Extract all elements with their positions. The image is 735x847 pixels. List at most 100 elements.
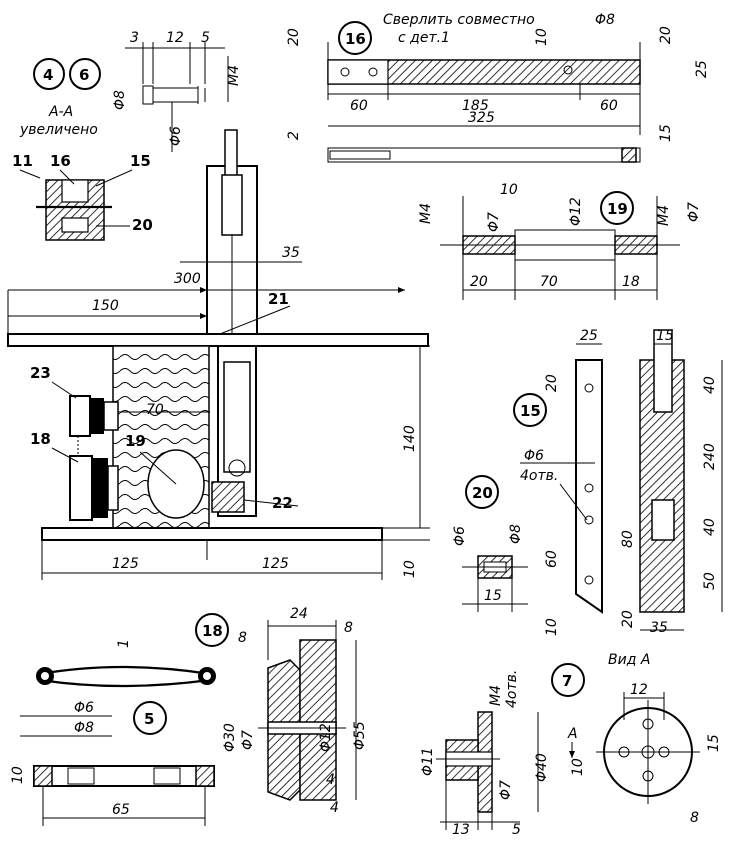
dim-15-p20: 15 [484,588,502,604]
section-label: А-А [48,104,73,120]
dim-5: 5 [201,30,210,46]
dim-10-p7: 10 [570,758,586,776]
dim-m4-right: M4 [656,205,672,226]
dim-50: 50 [702,572,718,590]
dim-8-right: 8 [344,620,353,636]
part-number-18: 18 [202,622,223,640]
dim-phi11: Φ11 [420,747,436,776]
dim-40-bottom: 40 [702,518,718,536]
dim-4-b: 4 [330,800,339,816]
dim-m4: M4 [226,65,242,86]
dim-65: 65 [112,802,130,818]
dim-phi7-p7: Φ7 [498,780,514,800]
dim-24: 24 [290,606,308,622]
dim-13: 13 [452,822,470,838]
dim-2: 2 [286,131,302,140]
dim-3: 3 [130,30,139,46]
dim-18: 18 [622,274,640,290]
holes-note-7: 4отв. [504,670,520,708]
part-15: 15 25 15 20 40 240 40 50 Φ6 4отв. 80 60 … [513,328,723,636]
part-16-bar: 16 Сверлить совместно с дет.1 Φ8 60 185 … [286,12,710,163]
callout-20: 20 [132,216,153,234]
part-number-5: 5 [144,710,154,728]
pin-shank [152,87,199,103]
callout-11: 11 [12,152,33,170]
part-number-circle [33,58,65,90]
dim-phi6: Φ6 [168,126,184,146]
dim-150: 150 [92,298,119,314]
dim-15-p15: 15 [656,328,674,344]
part-20: 20 15 Φ6 Φ8 [452,475,528,612]
dim-4-a: 4 [326,772,335,788]
dim-70-main: 70 [146,402,164,418]
dim-12-p7: 12 [630,682,648,698]
dim-m4-left: M4 [418,203,434,224]
dim-125-left: 125 [112,556,139,572]
dim-10-base: 10 [402,560,418,578]
dim-35-main: 35 [282,245,300,261]
dim-phi7-left: Φ7 [486,212,502,232]
callout-23: 23 [30,364,51,382]
dim-125-right: 125 [262,556,289,572]
dim-35-p15: 35 [650,620,668,636]
part-15-side [575,359,603,614]
section-note: увеличено [19,122,98,138]
part-number-4: 4 [43,66,53,84]
dim-phi12-p18: Φ12 [318,723,334,752]
callout-19: 19 [125,432,146,450]
callout-15: 15 [130,152,151,170]
dim-m4-p7: M4 [488,685,504,706]
dim-185: 185 [462,98,489,114]
callout-21: 21 [268,290,289,308]
part-number-19: 19 [607,200,628,218]
part-15-front [639,359,685,613]
part-number-16: 16 [345,30,366,48]
dim-phi6-p20: Φ6 [452,526,468,546]
dim-240: 240 [702,443,718,470]
drill-note-1: Сверлить совместно [383,12,535,28]
dim-60-left: 60 [350,98,368,114]
dim-phi12: Φ12 [568,197,584,226]
pulley-18 [69,455,119,521]
dim-20-p15: 20 [544,374,560,392]
dim-phi8-p20: Φ8 [508,524,524,544]
dim-300: 300 [174,271,201,287]
arrow-label-a: А [567,726,578,742]
dim-phi55: Φ55 [352,721,368,750]
main-assembly: 35 300 150 21 19 22 23 70 [7,129,430,580]
dim-phi40: Φ40 [534,753,550,782]
dim-phi8-p5: Φ8 [74,720,94,736]
dim-10-axle: 10 [500,182,518,198]
callout-16: 16 [50,152,71,170]
part-19-axle: 19 M4 10 Φ7 Φ12 M4 Φ7 20 70 18 [418,182,702,300]
part-7-flange: 7 Вид А M4 4отв. Φ11 Φ7 Φ40 10 А 13 5 12… [420,652,722,838]
dim-60-p15: 60 [544,550,560,568]
dim-25: 25 [694,60,710,78]
dim-phi6-p5: Φ6 [74,700,94,716]
dim-20-right: 20 [658,26,674,44]
dim-8-p7: 8 [690,810,699,826]
dim-phi30: Φ30 [222,723,238,752]
part-18-pulley: 18 24 8 8 Φ30 Φ7 Φ12 Φ55 4 4 [195,606,368,816]
dim-20-left: 20 [286,28,302,46]
dim-25-p15: 25 [580,328,598,344]
dim-10-p15: 10 [544,618,560,636]
dim-325: 325 [468,110,495,126]
part-number-15: 15 [520,402,541,420]
dim-phi6-p15: Φ6 [524,448,544,464]
dim-80: 80 [620,530,636,548]
dim-phi8-top: Φ8 [595,12,615,28]
table-plate [7,333,429,347]
dim-12: 12 [166,30,184,46]
pin-head [142,85,154,105]
dim-20-axle: 20 [470,274,488,290]
section-a-a: А-А увеличено 11 16 15 20 [12,104,153,241]
dim-70-axle: 70 [540,274,558,290]
dim-phi7-p18: Φ7 [240,730,256,750]
dim-20-p15-bottom: 20 [620,610,636,628]
part-5-link: 1 5 Φ6 Φ8 10 65 [10,639,216,826]
callout-22: 22 [272,494,293,512]
dim-60-right: 60 [600,98,618,114]
dim-phi8: Φ8 [112,90,128,110]
holes-note-15: 4отв. [520,468,558,484]
